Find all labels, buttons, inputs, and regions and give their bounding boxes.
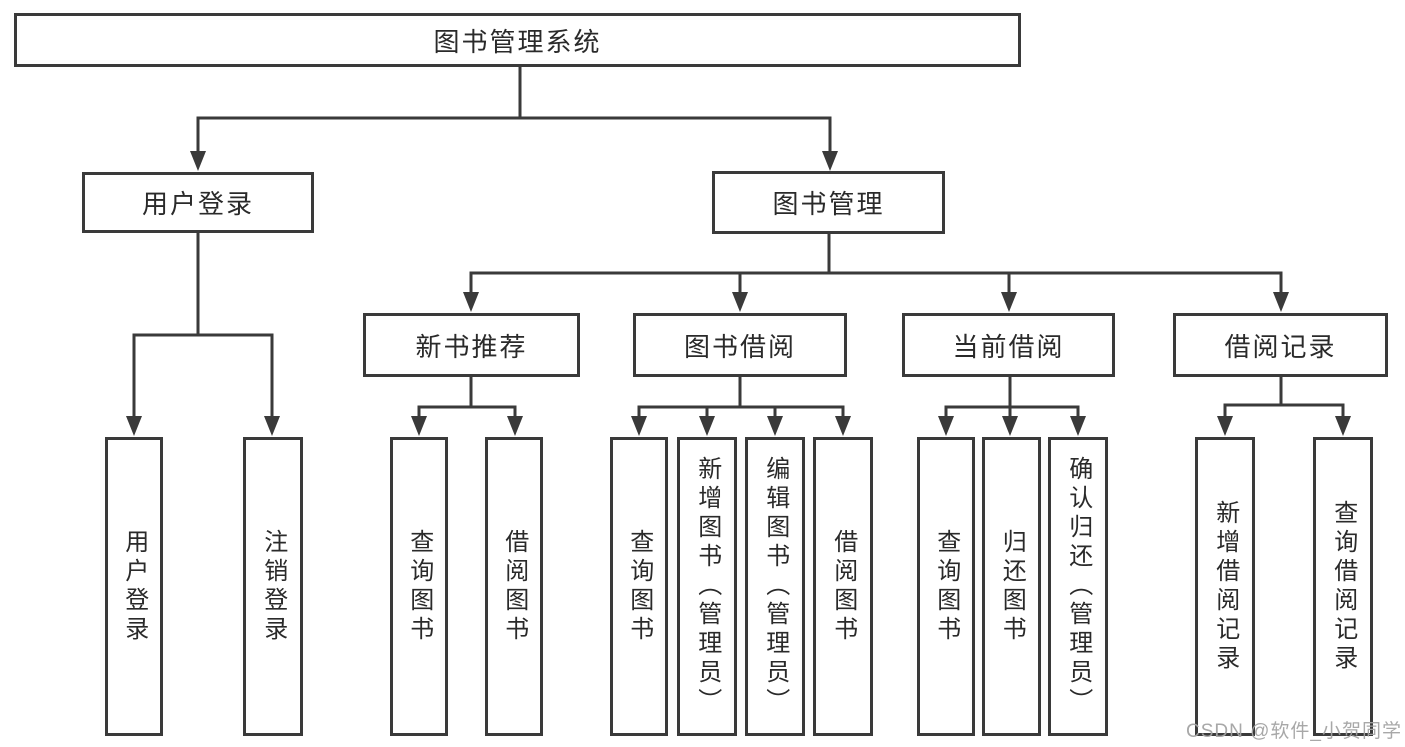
arrowhead xyxy=(411,416,427,436)
edge-current-borrow-branch xyxy=(944,405,1080,421)
arrowhead xyxy=(767,416,783,436)
node-br-query-record-label: 查询借阅记录 xyxy=(1329,499,1357,674)
node-bb-edit-books-admin: 编辑图书（管理员） xyxy=(745,437,805,736)
node-book-borrow-label: 图书借阅 xyxy=(683,331,796,362)
node-nb-query-books-label: 查询图书 xyxy=(405,528,433,645)
arrowheads xyxy=(126,151,1351,436)
node-borrow-records-label: 借阅记录 xyxy=(1224,331,1337,362)
arrowhead xyxy=(732,292,748,312)
node-leaf-logout: 注销登录 xyxy=(243,437,303,736)
arrowhead xyxy=(822,151,838,171)
node-new-book-recommend-label: 新书推荐 xyxy=(415,331,528,362)
node-cb-confirm-return-admin: 确认归还（管理员） xyxy=(1048,437,1108,736)
arrowhead xyxy=(938,416,954,436)
watermark: CSDN @软件_小贺同学 xyxy=(1186,721,1402,742)
arrowhead xyxy=(1070,416,1086,436)
node-user-login: 用户登录 xyxy=(82,172,314,233)
arrowhead xyxy=(1335,416,1351,436)
arrowhead xyxy=(631,416,647,436)
node-current-borrow-label: 当前借阅 xyxy=(952,331,1065,362)
node-bb-borrow-books-label: 借阅图书 xyxy=(829,528,857,645)
node-book-borrow: 图书借阅 xyxy=(633,313,847,377)
node-bb-edit-books-admin-label: 编辑图书（管理员） xyxy=(761,456,789,717)
arrowhead xyxy=(463,292,479,312)
node-bb-add-books-admin-label: 新增图书（管理员） xyxy=(693,456,721,717)
node-cb-query-books-label: 查询图书 xyxy=(932,528,960,645)
node-root-label: 图书管理系统 xyxy=(433,26,602,57)
edge-root-branch xyxy=(196,116,832,156)
node-nb-borrow-books: 借阅图书 xyxy=(485,437,543,736)
node-book-mgmt: 图书管理 xyxy=(712,171,945,234)
arrowhead xyxy=(699,416,715,436)
node-bb-borrow-books: 借阅图书 xyxy=(813,437,873,736)
node-bb-query-books: 查询图书 xyxy=(610,437,668,736)
node-cb-return-books-label: 归还图书 xyxy=(998,528,1026,645)
arrowhead xyxy=(1273,292,1289,312)
arrowhead xyxy=(507,416,523,436)
node-nb-query-books: 查询图书 xyxy=(390,437,448,736)
node-cb-query-books: 查询图书 xyxy=(917,437,975,736)
node-br-query-record: 查询借阅记录 xyxy=(1313,437,1373,736)
node-user-login-label: 用户登录 xyxy=(141,189,254,219)
node-cb-return-books: 归还图书 xyxy=(982,437,1041,736)
node-br-add-record-label: 新增借阅记录 xyxy=(1211,499,1239,674)
node-new-book-recommend: 新书推荐 xyxy=(363,313,580,377)
node-bb-add-books-admin: 新增图书（管理员） xyxy=(677,437,737,736)
arrowhead xyxy=(264,416,280,436)
arrowhead xyxy=(1001,292,1017,312)
node-root: 图书管理系统 xyxy=(14,13,1021,67)
node-leaf-user-login: 用户登录 xyxy=(105,437,163,736)
arrowhead xyxy=(1217,416,1233,436)
node-bb-query-books-label: 查询图书 xyxy=(625,528,653,645)
arrowhead xyxy=(835,416,851,436)
edge-book-mgmt-branch xyxy=(469,271,1283,297)
arrowhead xyxy=(126,416,142,436)
edge-book-borrow-branch xyxy=(637,405,845,421)
edge-user-login-branch xyxy=(132,333,274,421)
node-book-mgmt-label: 图书管理 xyxy=(772,189,885,219)
node-leaf-logout-label: 注销登录 xyxy=(259,528,287,645)
node-br-add-record: 新增借阅记录 xyxy=(1195,437,1255,736)
node-nb-borrow-books-label: 借阅图书 xyxy=(500,528,528,645)
arrowhead xyxy=(190,151,206,171)
node-leaf-user-login-label: 用户登录 xyxy=(120,528,148,645)
edge-borrow-records-branch xyxy=(1223,403,1345,421)
node-borrow-records: 借阅记录 xyxy=(1173,313,1388,377)
edge-new-books-branch xyxy=(417,405,517,421)
node-cb-confirm-return-admin-label: 确认归还（管理员） xyxy=(1064,456,1092,717)
arrowhead xyxy=(1002,416,1018,436)
node-current-borrow: 当前借阅 xyxy=(902,313,1115,377)
